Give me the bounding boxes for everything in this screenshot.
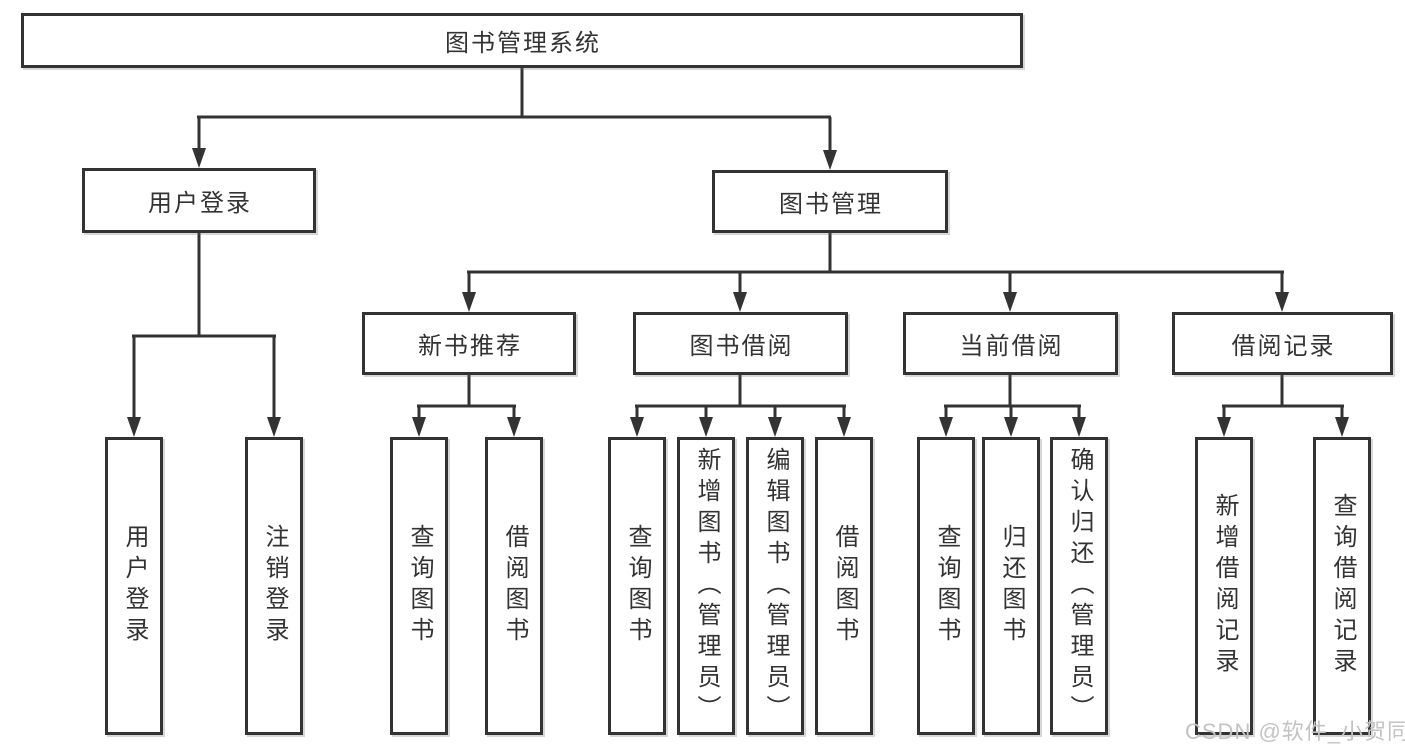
leaf-logout: 注销登录 bbox=[245, 437, 303, 735]
node-label: 新增图书（管理员） bbox=[693, 446, 720, 726]
node-label: 归还图书 bbox=[998, 524, 1025, 648]
node-label: 查询图书 bbox=[933, 524, 960, 648]
leaf-borrow-books: 借阅图书 bbox=[815, 437, 873, 735]
node-label: 图书借阅 bbox=[689, 333, 794, 360]
csdn-watermark: CSDN @软件_小贺同学 bbox=[1185, 719, 1405, 744]
node-user-login: 用户登录 bbox=[82, 168, 316, 233]
leaf-borrow-books-recommend: 借阅图书 bbox=[485, 437, 543, 735]
node-label: 查询借阅记录 bbox=[1329, 493, 1356, 679]
leaf-edit-books-admin: 编辑图书（管理员） bbox=[746, 437, 804, 735]
connector-segments bbox=[127, 68, 1349, 437]
leaf-query-books-current: 查询图书 bbox=[917, 437, 975, 735]
node-new-book-recommendation: 新书推荐 bbox=[362, 312, 576, 375]
node-label: 图书管理系统 bbox=[445, 30, 601, 57]
node-label: 用户登录 bbox=[121, 524, 148, 648]
leaf-user-login: 用户登录 bbox=[105, 437, 163, 735]
leaf-query-books-recommend: 查询图书 bbox=[390, 437, 448, 735]
leaf-add-books-admin: 新增图书（管理员） bbox=[677, 437, 735, 735]
node-label: 借阅图书 bbox=[831, 524, 858, 648]
node-label: 查询图书 bbox=[406, 524, 433, 648]
node-current-borrowing: 当前借阅 bbox=[903, 312, 1118, 375]
node-label: 图书管理 bbox=[779, 191, 883, 218]
node-label: 借阅图书 bbox=[501, 524, 528, 648]
node-library-management-system: 图书管理系统 bbox=[21, 13, 1023, 68]
leaf-query-books-borrowing: 查询图书 bbox=[608, 437, 666, 735]
leaf-confirm-return-admin: 确认归还（管理员） bbox=[1050, 437, 1108, 735]
node-label: 注销登录 bbox=[261, 524, 288, 648]
node-book-borrowing: 图书借阅 bbox=[633, 312, 848, 375]
node-label: 用户登录 bbox=[148, 190, 252, 217]
node-label: 查询图书 bbox=[624, 524, 651, 648]
node-label: 编辑图书（管理员） bbox=[762, 446, 789, 726]
node-label: 借阅记录 bbox=[1231, 333, 1336, 360]
node-book-management: 图书管理 bbox=[712, 170, 948, 233]
node-label: 新书推荐 bbox=[418, 333, 522, 360]
node-label: 确认归还（管理员） bbox=[1066, 446, 1093, 726]
leaf-add-borrow-record: 新增借阅记录 bbox=[1195, 437, 1253, 735]
leaf-query-borrow-record: 查询借阅记录 bbox=[1313, 437, 1371, 735]
node-borrowing-records: 借阅记录 bbox=[1172, 312, 1393, 375]
node-label: 当前借阅 bbox=[959, 333, 1064, 360]
node-label: 新增借阅记录 bbox=[1211, 493, 1238, 679]
leaf-return-books: 归还图书 bbox=[982, 437, 1040, 735]
